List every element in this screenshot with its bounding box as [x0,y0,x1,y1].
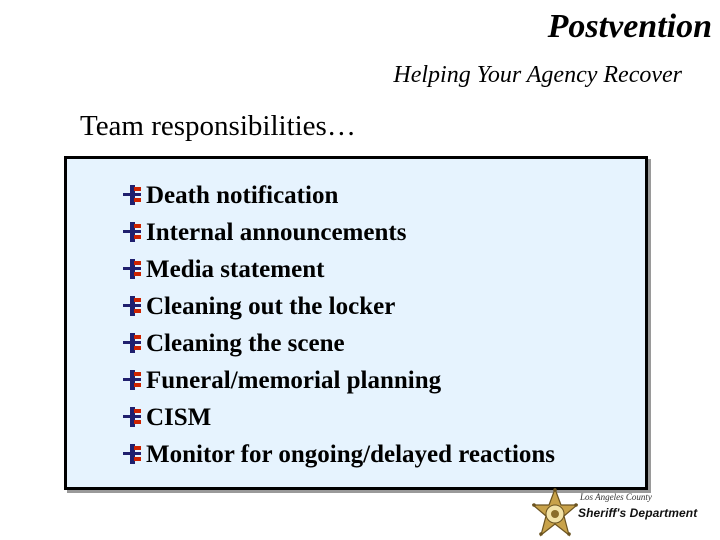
list-item-label: Media statement [146,256,325,283]
bullet-icon [123,370,141,390]
bullet-icon [123,185,141,205]
bullet-icon [123,296,141,316]
responsibilities-panel: Death notification Internal announcement… [64,156,648,490]
logo-department-text: Sheriff's Department [578,506,698,520]
responsibilities-list: Death notification Internal announcement… [123,177,555,473]
list-item: Cleaning out the locker [123,288,555,325]
list-item: Death notification [123,177,555,214]
list-item-label: Death notification [146,182,339,209]
slide-title: Postvention [547,8,712,45]
bullet-icon [123,222,141,242]
list-item: Internal announcements [123,214,555,251]
list-item-label: CISM [146,404,212,431]
sheriff-department-logo: Los Angeles County Sheriff's Department [532,488,716,538]
slide-subtitle: Helping Your Agency Recover [393,62,682,88]
logo-county-text: Los Angeles County [580,492,652,502]
sheriff-star-badge-icon [532,488,578,537]
list-item-label: Monitor for ongoing/delayed reactions [146,441,556,468]
bullet-icon [123,333,141,353]
list-item-label: Internal announcements [146,219,407,246]
bullet-icon [123,259,141,279]
list-item: Media statement [123,251,555,288]
bullet-icon [123,407,141,427]
list-item: Monitor for ongoing/delayed reactions [123,436,555,473]
list-item: CISM [123,399,555,436]
list-item-label: Funeral/memorial planning [146,367,442,394]
list-item-label: Cleaning out the locker [146,293,396,320]
list-item-label: Cleaning the scene [146,330,345,357]
section-heading: Team responsibilities… [80,110,356,142]
bullet-icon [123,444,141,464]
list-item: Funeral/memorial planning [123,362,555,399]
list-item: Cleaning the scene [123,325,555,362]
